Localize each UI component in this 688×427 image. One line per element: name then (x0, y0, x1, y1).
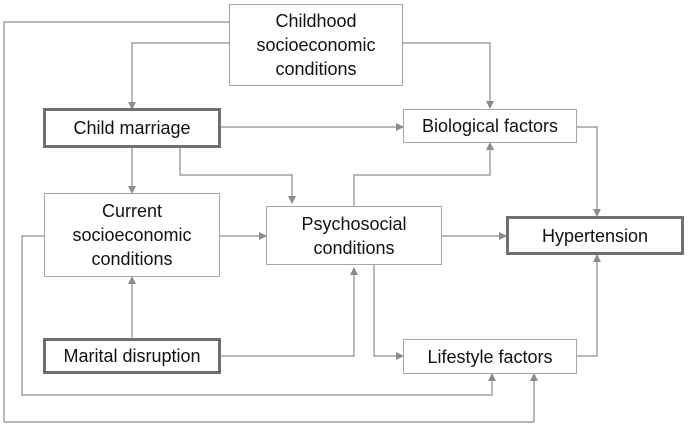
edge-current-ses-to-lifestyle (21, 235, 496, 396)
node-label: Lifestyle factors (427, 346, 553, 367)
edge-childhood-to-biological (403, 42, 494, 109)
edge-lifestyle-to-hypertension (577, 254, 601, 357)
node-current-socioeconomic-conditions: Current socioeconomic conditions (44, 193, 220, 277)
node-psychosocial-conditions: Psychosocial conditions (266, 206, 442, 265)
node-label: Hypertension (541, 225, 649, 246)
node-marital-disruption: Marital disruption (43, 338, 221, 374)
node-biological-factors: Biological factors (403, 109, 577, 143)
node-label: Marital disruption (63, 346, 201, 366)
edge-childhood-to-child-marriage (128, 42, 229, 110)
edge-childhood-to-lifestyle (3, 21, 538, 423)
node-label: Childhood socioeconomic conditions (256, 11, 376, 79)
node-lifestyle-factors: Lifestyle factors (403, 339, 577, 374)
node-label: Psychosocial conditions (301, 213, 407, 258)
node-hypertension: Hypertension (506, 216, 684, 255)
node-child-marriage: Child marriage (43, 108, 221, 148)
node-label: Biological factors (421, 116, 559, 136)
edge-child-marriage-to-psychosocial (179, 147, 296, 204)
edge-biological-to-hypertension (577, 126, 601, 217)
edge-psychosocial-to-lifestyle (373, 265, 404, 360)
node-label: Current socioeconomic conditions (72, 201, 192, 269)
node-label: Child marriage (73, 118, 191, 138)
edge-psychosocial-to-biological (353, 142, 494, 206)
edge-marital-disruption-to-psychosocial (221, 267, 358, 357)
node-childhood-socioeconomic-conditions: Childhood socioeconomic conditions (229, 4, 403, 86)
